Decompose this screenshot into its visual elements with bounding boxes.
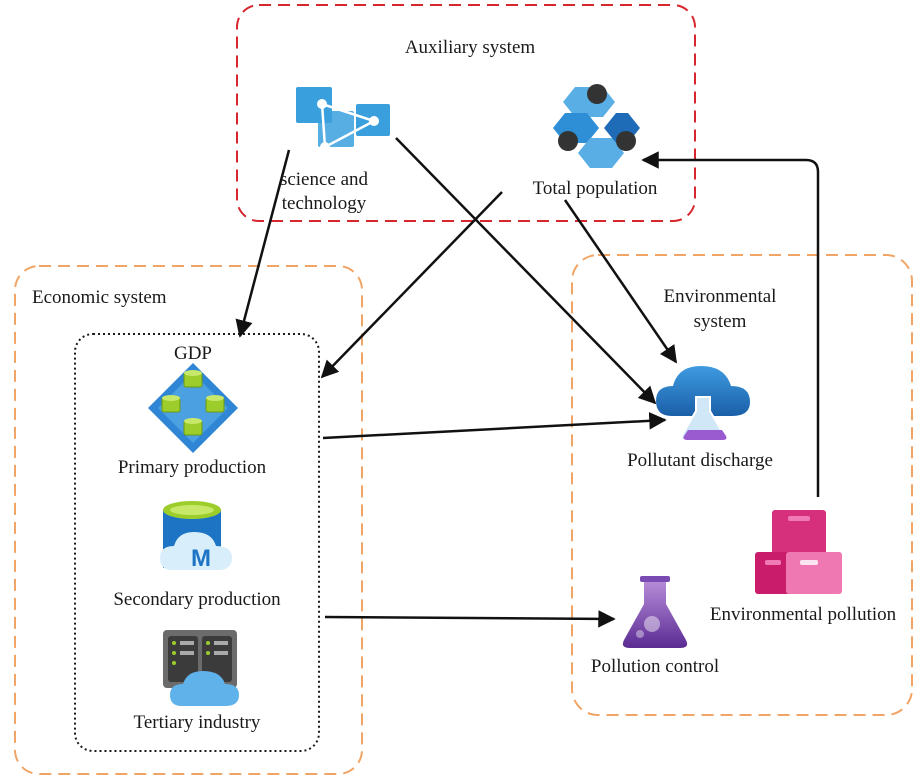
primary-production-icon bbox=[148, 363, 238, 453]
server-cloud-icon bbox=[163, 630, 239, 706]
flask-icon bbox=[622, 576, 688, 648]
pollution-control-label: Pollution control bbox=[590, 656, 720, 677]
gdp-box bbox=[74, 333, 320, 752]
secondary-production-label: Secondary production bbox=[113, 589, 281, 610]
population-cluster-icon bbox=[553, 84, 640, 168]
pink-boxes-icon bbox=[755, 510, 842, 594]
tertiary-industry-label: Tertiary industry bbox=[133, 712, 261, 733]
arrow-gdp-to-control bbox=[324, 610, 616, 628]
arrow-gdp-to-discharge bbox=[322, 412, 667, 440]
primary-production-label: Primary production bbox=[117, 457, 267, 478]
gdp-label: GDP bbox=[173, 343, 212, 364]
environmental-system-box bbox=[571, 254, 913, 716]
science-label-line2: technology bbox=[281, 193, 367, 214]
pollutant-discharge-label: Pollutant discharge bbox=[627, 450, 773, 471]
auxiliary-system-title: Auxiliary system bbox=[404, 37, 536, 58]
database-cloud-icon: M bbox=[160, 501, 232, 572]
arrow-population-to-discharge bbox=[563, 199, 678, 364]
environmental-system-title-line1: Environmental bbox=[663, 286, 777, 307]
network-diagram-icon bbox=[296, 87, 390, 152]
arrow-pollution-to-population bbox=[641, 151, 820, 497]
arrow-science-to-gdp bbox=[235, 149, 291, 338]
environmental-system-title-line2: system bbox=[693, 311, 747, 332]
arrow-science-to-discharge bbox=[395, 137, 657, 405]
economic-system-title: Economic system bbox=[32, 287, 167, 308]
cloud-flask-icon bbox=[656, 366, 750, 441]
auxiliary-system-box bbox=[236, 4, 696, 222]
environmental-pollution-label: Environmental pollution bbox=[709, 604, 897, 625]
arrow-population-to-gdp bbox=[320, 191, 503, 379]
science-label-line1: science and bbox=[279, 169, 369, 190]
svg-text:M: M bbox=[191, 545, 211, 572]
total-population-label: Total population bbox=[532, 178, 658, 199]
